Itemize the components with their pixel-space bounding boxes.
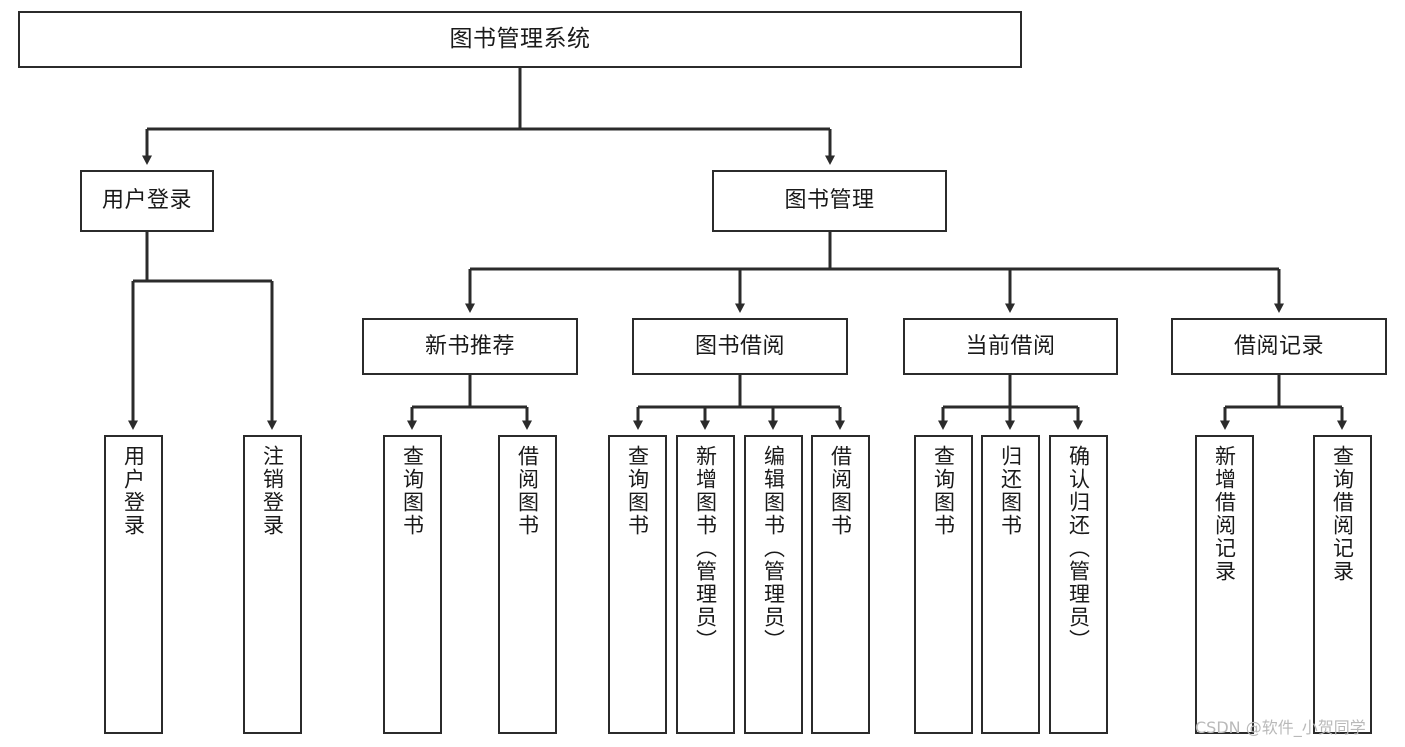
node-user-login-label: 用户登录: [101, 188, 192, 213]
leaf-logout-login-label: 注销登录: [260, 445, 285, 537]
node-new-book-recommend[interactable]: 新书推荐: [362, 318, 578, 375]
leaf-borrow-book-2-label: 借阅图书: [828, 445, 853, 537]
node-new-book-recommend-label: 新书推荐: [424, 333, 515, 359]
node-user-login[interactable]: 用户登录: [80, 170, 214, 232]
leaf-add-book-label: 新增图书（管理员）: [693, 445, 718, 652]
leaf-query-book-2-label: 查询图书: [625, 445, 650, 537]
node-book-manage-label: 图书管理: [784, 188, 875, 213]
leaf-borrow-book-1-label: 借阅图书: [515, 445, 540, 537]
leaf-add-book[interactable]: 新增图书（管理员）: [676, 435, 735, 734]
leaf-add-record[interactable]: 新增借阅记录: [1195, 435, 1254, 734]
leaf-query-book-2[interactable]: 查询图书: [608, 435, 667, 734]
leaf-return-book[interactable]: 归还图书: [981, 435, 1040, 734]
node-borrow-record-label: 借阅记录: [1233, 333, 1324, 359]
node-current-borrow-label: 当前借阅: [965, 333, 1056, 359]
leaf-query-book-1-label: 查询图书: [400, 445, 425, 537]
leaf-borrow-book-1[interactable]: 借阅图书: [498, 435, 557, 734]
node-borrow-record[interactable]: 借阅记录: [1171, 318, 1387, 375]
leaf-query-record-label: 查询借阅记录: [1330, 445, 1355, 583]
node-book-borrow[interactable]: 图书借阅: [632, 318, 848, 375]
node-book-borrow-label: 图书借阅: [694, 333, 785, 359]
node-root-label: 图书管理系统: [449, 26, 591, 52]
leaf-query-book-3[interactable]: 查询图书: [914, 435, 973, 734]
leaf-edit-book-label: 编辑图书（管理员）: [761, 445, 786, 652]
csdn-watermark: CSDN @软件_小贺同学: [1195, 718, 1366, 737]
node-current-borrow[interactable]: 当前借阅: [903, 318, 1118, 375]
leaf-query-book-1[interactable]: 查询图书: [383, 435, 442, 734]
leaf-user-login[interactable]: 用户登录: [104, 435, 163, 734]
leaf-confirm-return[interactable]: 确认归还（管理员）: [1049, 435, 1108, 734]
leaf-logout-login[interactable]: 注销登录: [243, 435, 302, 734]
leaf-query-book-3-label: 查询图书: [931, 445, 956, 537]
leaf-user-login-label: 用户登录: [121, 445, 146, 537]
leaf-add-record-label: 新增借阅记录: [1212, 445, 1237, 583]
leaf-return-book-label: 归还图书: [998, 445, 1023, 537]
leaf-borrow-book-2[interactable]: 借阅图书: [811, 435, 870, 734]
node-root[interactable]: 图书管理系统: [18, 11, 1022, 68]
leaf-edit-book[interactable]: 编辑图书（管理员）: [744, 435, 803, 734]
leaf-query-record[interactable]: 查询借阅记录: [1313, 435, 1372, 734]
node-book-manage[interactable]: 图书管理: [712, 170, 947, 232]
leaf-confirm-return-label: 确认归还（管理员）: [1066, 445, 1091, 652]
